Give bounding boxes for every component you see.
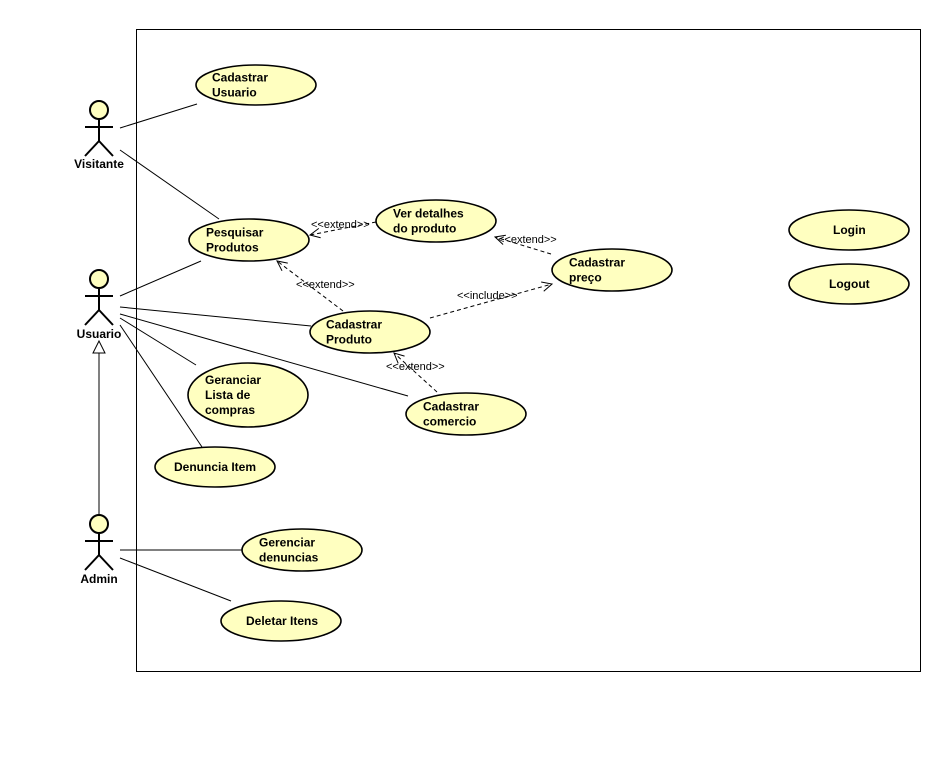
use-case-ellipse[interactable] [187,362,309,428]
actor-usuario[interactable]: Usuario [77,269,122,341]
dependency-cadastrar-preco-ver-detalhes[interactable] [494,236,552,255]
use-case-label: Logout [829,277,870,291]
use-case-logout[interactable]: Logout [788,263,910,305]
actor-label: Usuario [77,327,122,341]
use-case-ellipse[interactable] [551,248,673,292]
generalization-arrowhead [92,339,106,354]
association-visitante-pesquisar-produtos[interactable] [119,149,220,220]
actor-label: Admin [80,572,117,586]
use-case-ellipse[interactable] [788,209,910,251]
use-case-ellipse[interactable] [154,446,276,488]
association-usuario-gerenciar-lista[interactable] [119,317,197,366]
actor-left-leg [84,554,100,571]
use-case-ellipse[interactable] [241,528,363,572]
association-usuario-cadastrar-produto[interactable] [119,306,312,327]
actor-head-icon [89,100,109,120]
use-case-label: Cadastrar [423,400,479,414]
use-case-label: Lista de [205,388,251,402]
use-case-label: preço [569,271,602,285]
use-case-ellipse[interactable] [309,310,431,354]
use-case-label: denuncias [259,551,319,565]
dependency-arrowhead [276,260,288,272]
actor-right-leg [98,554,114,571]
actor-left-leg [84,309,100,326]
actor-label: Visitante [74,157,124,171]
use-case-label: do produto [393,222,456,236]
use-case-ellipse[interactable] [788,263,910,305]
dependency-arrowhead [308,227,321,239]
use-case-label: Geranciar [205,373,261,387]
use-case-label: Login [833,223,866,237]
use-case-ellipse[interactable] [195,64,317,106]
actor-left-leg [84,140,100,157]
stereotype-label: <<extend>> [296,279,355,291]
actor-head-icon [89,269,109,289]
system-boundary [136,29,921,672]
stereotype-label: <<include>> [457,290,518,302]
use-case-label: Cadastrar [212,71,268,85]
actor-head-icon [89,514,109,534]
dependency-arrowhead [393,352,405,364]
actor-visitante[interactable]: Visitante [74,100,124,171]
use-case-label: Deletar Itens [246,614,318,628]
use-case-ellipse[interactable] [220,600,342,642]
use-case-label: Denuncia Item [174,460,256,474]
use-case-deletar-itens[interactable]: Deletar Itens [220,600,342,642]
actor-admin[interactable]: Admin [80,514,118,586]
use-case-ellipse[interactable] [375,199,497,243]
dependency-arrowhead [493,234,506,245]
use-case-label: comercio [423,415,476,429]
actor-right-leg [98,309,114,326]
use-case-login[interactable]: Login [788,209,910,251]
use-case-label: compras [205,403,255,417]
association-usuario-denuncia-item[interactable] [119,324,203,448]
use-case-label: Cadastrar [569,256,625,270]
association-usuario-cadastrar-comercio[interactable] [119,313,409,397]
actor-right-leg [98,140,114,157]
use-case-ellipse[interactable] [188,218,310,262]
dependency-cadastrar-produto-cadastrar-preco[interactable] [429,283,553,319]
use-case-label: Pesquisar [206,226,264,240]
dependency-ver-detalhes-pesquisar-produtos[interactable] [309,221,377,236]
use-case-label: Cadastrar [326,318,382,332]
stereotype-label: <<extend>> [311,219,370,231]
use-case-label: Produtos [206,241,259,255]
dependency-arrowhead [541,281,554,292]
use-case-label: Gerenciar [259,536,315,550]
dependency-cadastrar-comercio-cadastrar-produto[interactable] [393,352,438,393]
association-admin-deletar-itens[interactable] [119,557,232,602]
association-visitante-cadastrar-usuario[interactable] [119,103,198,129]
stereotype-label: <<extend>> [498,234,557,246]
association-usuario-pesquisar-produtos[interactable] [119,260,202,297]
use-case-denuncia-item[interactable]: Denuncia Item [154,446,276,488]
use-case-ellipse[interactable] [405,392,527,436]
stereotype-label: <<extend>> [386,361,445,373]
use-case-label: Produto [326,333,372,347]
use-case-label: Usuario [212,86,257,100]
use-case-label: Ver detalhes [393,207,464,221]
